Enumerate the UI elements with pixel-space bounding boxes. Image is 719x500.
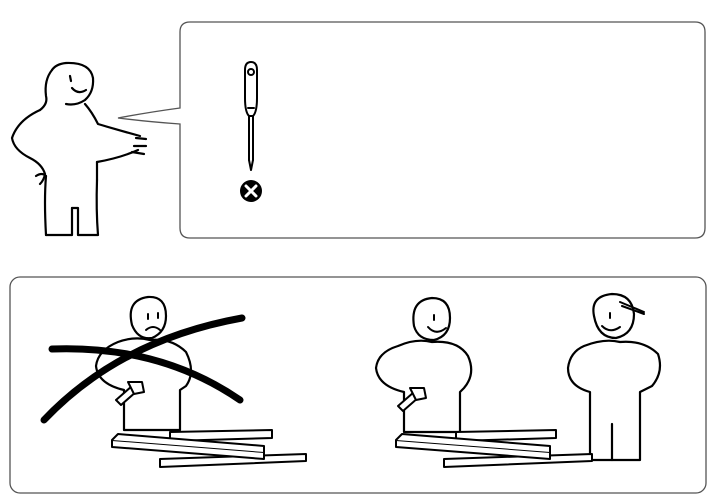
speech-bubble-frame [117, 21, 706, 239]
cross-circle-icon [240, 180, 262, 202]
pencil-icon [619, 301, 645, 315]
scene-two-people [374, 292, 662, 468]
boards-left [111, 429, 307, 468]
presenter-figure [10, 61, 148, 237]
happy-person-figure [374, 296, 473, 434]
scene-single-person [40, 295, 307, 468]
big-x-icon [40, 314, 246, 424]
bottom-panel [9, 276, 707, 494]
hammer-icon [397, 387, 427, 412]
boards-right [395, 429, 593, 468]
hammer-icon [115, 381, 145, 406]
top-panel [10, 21, 706, 239]
screwdriver-icon [244, 61, 258, 171]
